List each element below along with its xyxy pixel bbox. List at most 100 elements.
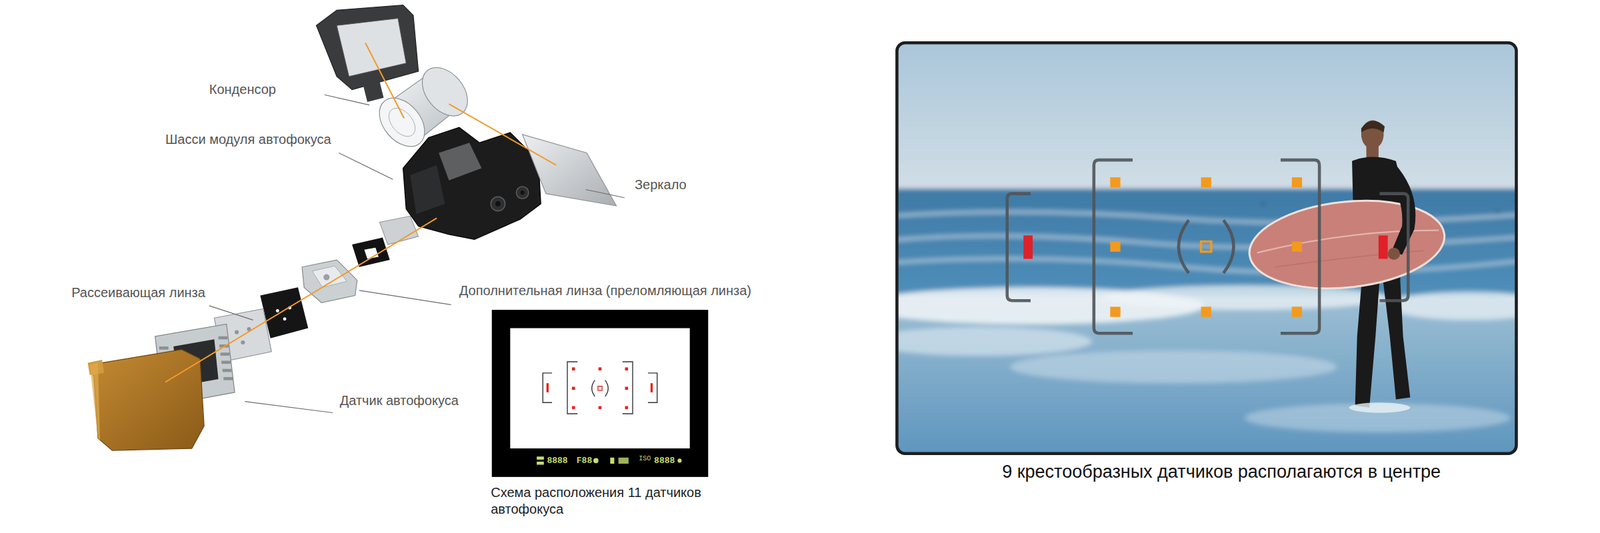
figure-caption: 9 крестообразных датчиков располагаются … [1002,461,1441,484]
leader-line [209,306,254,320]
beach-background [896,42,1516,199]
lcd-readout: ISO [638,455,651,464]
af-point-active [1023,235,1033,259]
af-sensor [220,352,230,356]
surfer [1355,275,1380,408]
viewfinder-scheme [492,310,708,478]
surfer [1388,165,1416,256]
photo-panel [857,36,1552,464]
af-chassis [410,165,445,214]
af-mirror [522,134,617,206]
af-point [625,367,629,371]
figure-caption: Схема расположения 11 датчиков автофокус… [490,484,762,518]
lcd-symbol [618,458,629,464]
beach-background [896,327,1092,356]
af-point [1110,177,1120,188]
beach-background [896,42,1516,454]
part-label: Датчик автофокуса [340,392,459,410]
flex-circuit [90,350,204,451]
af-chassis [520,190,525,195]
af-point [1110,242,1120,252]
af-mirror [522,134,617,206]
af-point [546,367,653,410]
screen-frame [316,5,418,102]
auxiliary-lens [323,274,330,280]
auxiliary-lens [312,266,347,288]
af-point-active [1023,235,1388,259]
mask-plate [352,237,390,267]
af-point [650,383,653,393]
lcd-symbol [677,458,682,463]
af-point [598,367,602,371]
af-bracket [1094,160,1133,334]
af-point [572,406,576,410]
screen-frame [363,81,384,102]
leader-line [586,190,625,198]
af-bracket [622,362,633,414]
leader-line [324,94,370,105]
surfer [1382,275,1410,400]
af-point [1201,177,1212,188]
af-chassis [495,201,501,207]
aperture-plate [276,309,280,313]
photo-panel [896,42,1516,454]
af-bracket [1007,160,1409,334]
viewfinder-scheme [510,328,690,449]
af-chassis [516,186,528,199]
lcd-symbol [610,458,614,464]
part-label: Конденсор [209,81,276,98]
af-sensor [159,346,169,350]
af-sensor [223,377,233,381]
surfer [1388,248,1400,260]
af-point [1201,242,1212,252]
af-point [1110,177,1302,318]
af-point [546,383,549,393]
viewfinder-scheme [598,386,602,391]
aperture-plate [283,317,287,321]
lcd-symbol [593,458,599,464]
optical-axis [365,42,404,118]
flex-circuit [90,363,100,441]
flex-circuit [88,350,204,451]
af-point [1292,177,1302,188]
diverging-lens [240,340,245,345]
lcd-readout: 8888 [546,456,568,467]
af-bracket [542,373,552,403]
part-label: Зеркало [634,176,687,194]
beach-background [1262,202,1266,206]
af-bracket [1178,220,1189,274]
auxiliary-lens [302,260,358,303]
lcd-readout: F88 [576,456,592,467]
photo-frame [896,42,1516,454]
surfer [1245,120,1450,413]
optical-axis [448,104,556,166]
lcd-readout: 8888 [654,456,675,467]
beach-background [896,188,1516,301]
condenser-lens [384,103,421,142]
af-bracket [542,362,657,414]
part-label: Шасси модуля автофокуса [165,131,332,148]
af-point [1292,242,1302,252]
af-bracket [605,380,609,397]
af-point [625,406,629,410]
af-bracket [567,362,578,414]
part-label: Рассеивающая линза [71,284,206,302]
af-sensor [222,369,232,373]
part-label: Дополнительная линза (преломляющая линза… [459,282,752,300]
lcd-symbol [536,462,544,466]
af-point-active [1378,235,1388,259]
surfboard [1245,192,1450,298]
af-chassis [490,196,505,211]
mask-plate [352,237,390,267]
beach-background [1496,210,1500,214]
af-sensor [218,336,228,340]
beach-background [1010,350,1337,384]
auxiliary-lens [302,260,358,303]
af-bracket [648,373,658,403]
af-point [1292,306,1302,317]
af-chassis [438,142,482,181]
af-point [1201,306,1212,317]
af-point [598,406,602,410]
